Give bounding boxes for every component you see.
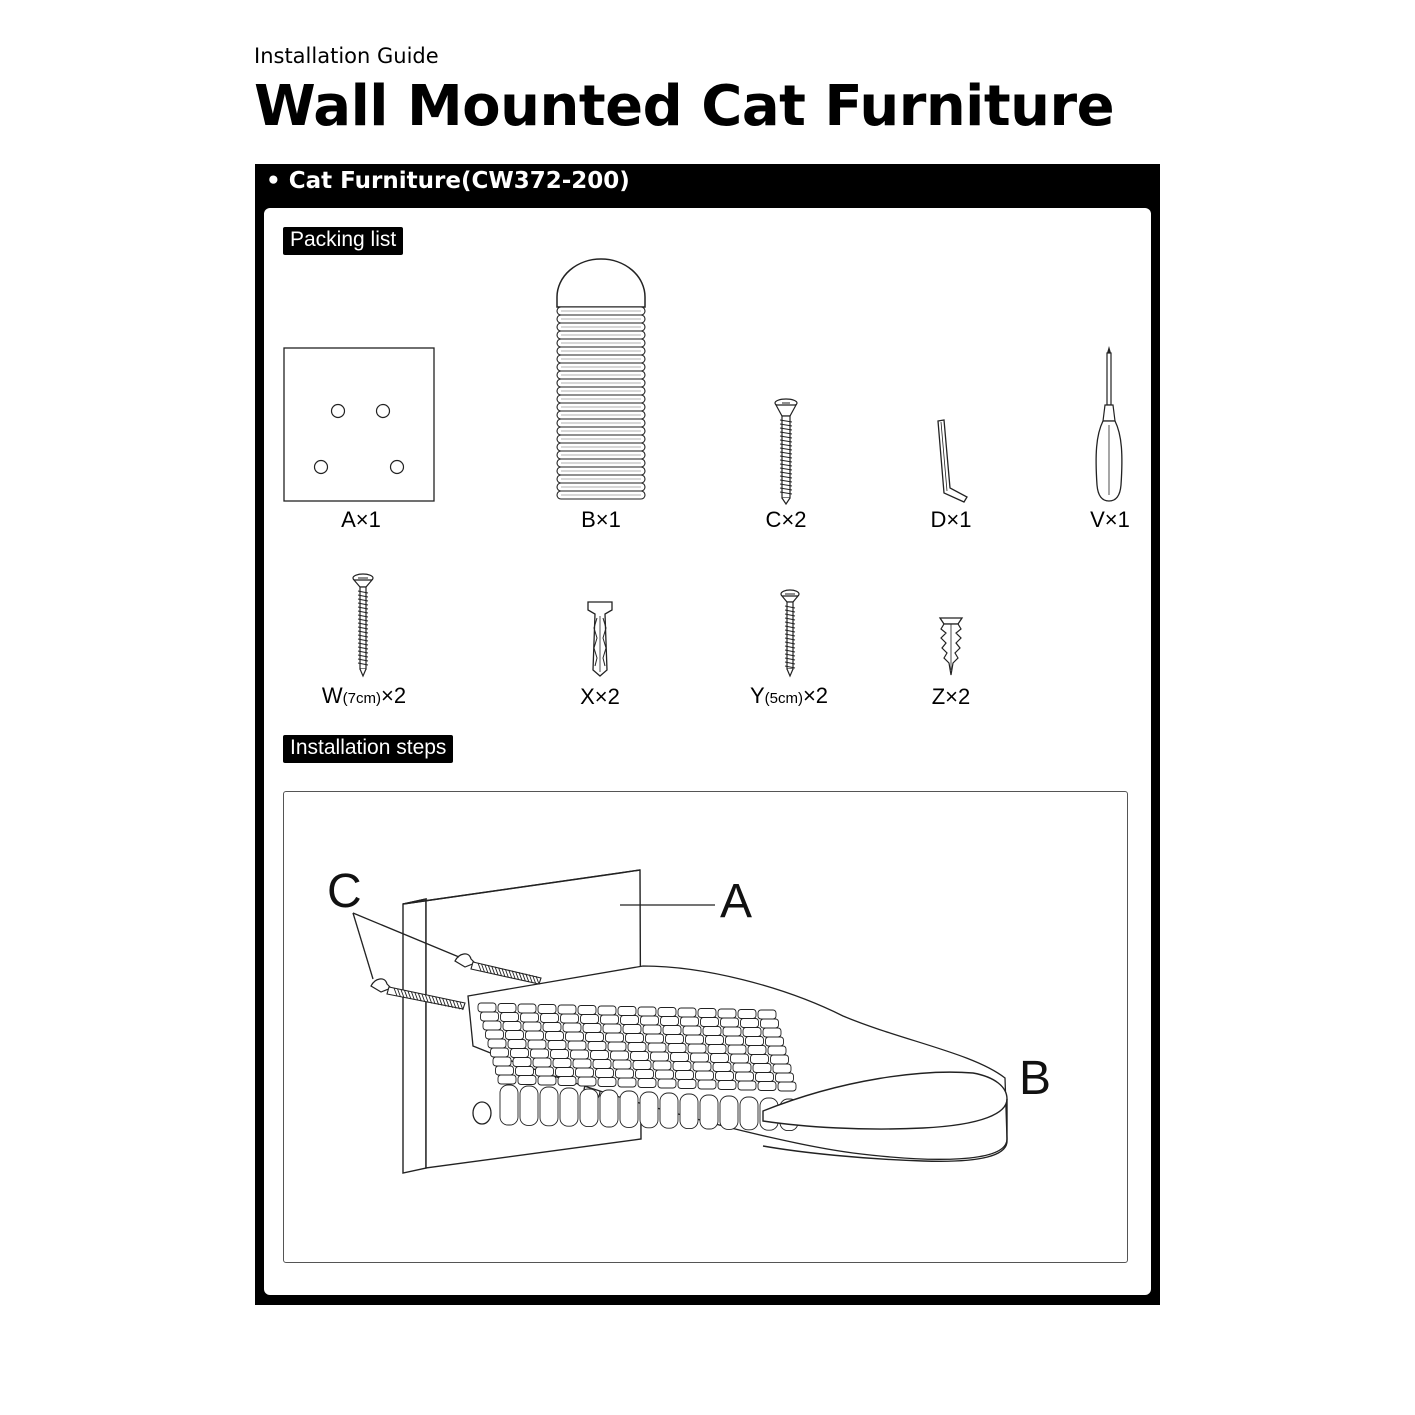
part-z-label: Z×2: [931, 684, 971, 709]
part-w-qty: ×2: [381, 683, 407, 708]
part-b-platform-illustration: [556, 258, 646, 500]
part-d-hex-key-illustration: [937, 419, 968, 503]
product-name: • Cat Furniture(CW372-200): [266, 168, 630, 194]
page-title: Wall Mounted Cat Furniture: [254, 74, 1115, 139]
part-c-label: C×2: [765, 507, 807, 532]
part-c-screw-illustration: [774, 398, 798, 506]
part-x-label: X×2: [580, 684, 620, 709]
callout-a: A: [720, 875, 752, 928]
part-d-label: D×1: [930, 507, 972, 532]
part-w-label: W(7cm)×2: [294, 683, 434, 709]
part-a-label: A×1: [341, 507, 381, 532]
part-y-qty: ×2: [802, 683, 829, 708]
callout-c-line-1: [352, 912, 374, 980]
part-y-label: Y(5cm)×2: [719, 683, 859, 709]
part-b-label: B×1: [581, 507, 621, 532]
part-v-label: V×1: [1090, 507, 1130, 532]
part-z-drywall-anchor-illustration: [938, 617, 964, 676]
part-y-letter: Y: [749, 683, 765, 708]
installation-diagram: C A B: [327, 865, 1051, 1174]
installation-diagram-box: [283, 791, 1128, 1263]
callout-c: C: [327, 865, 362, 918]
part-w-size: (7cm): [342, 690, 381, 707]
callout-c-line-2: [352, 912, 460, 958]
part-x-anchor-illustration: [587, 601, 613, 677]
installation-steps-heading: Installation steps: [283, 735, 454, 763]
screws-c: [370, 953, 542, 1011]
part-y-screw-illustration: [780, 589, 800, 678]
part-w-letter: W: [321, 683, 343, 708]
callout-b: B: [1019, 1052, 1051, 1105]
packing-list-heading: Packing list: [283, 227, 404, 255]
part-v-screwdriver-illustration: [1095, 346, 1123, 502]
part-w-screw-illustration: [352, 573, 374, 678]
platform-b: [467, 965, 1008, 1163]
part-y-size: (5cm): [764, 690, 803, 707]
part-a-plate-illustration: [283, 347, 435, 502]
guide-subtitle: Installation Guide: [254, 44, 439, 68]
